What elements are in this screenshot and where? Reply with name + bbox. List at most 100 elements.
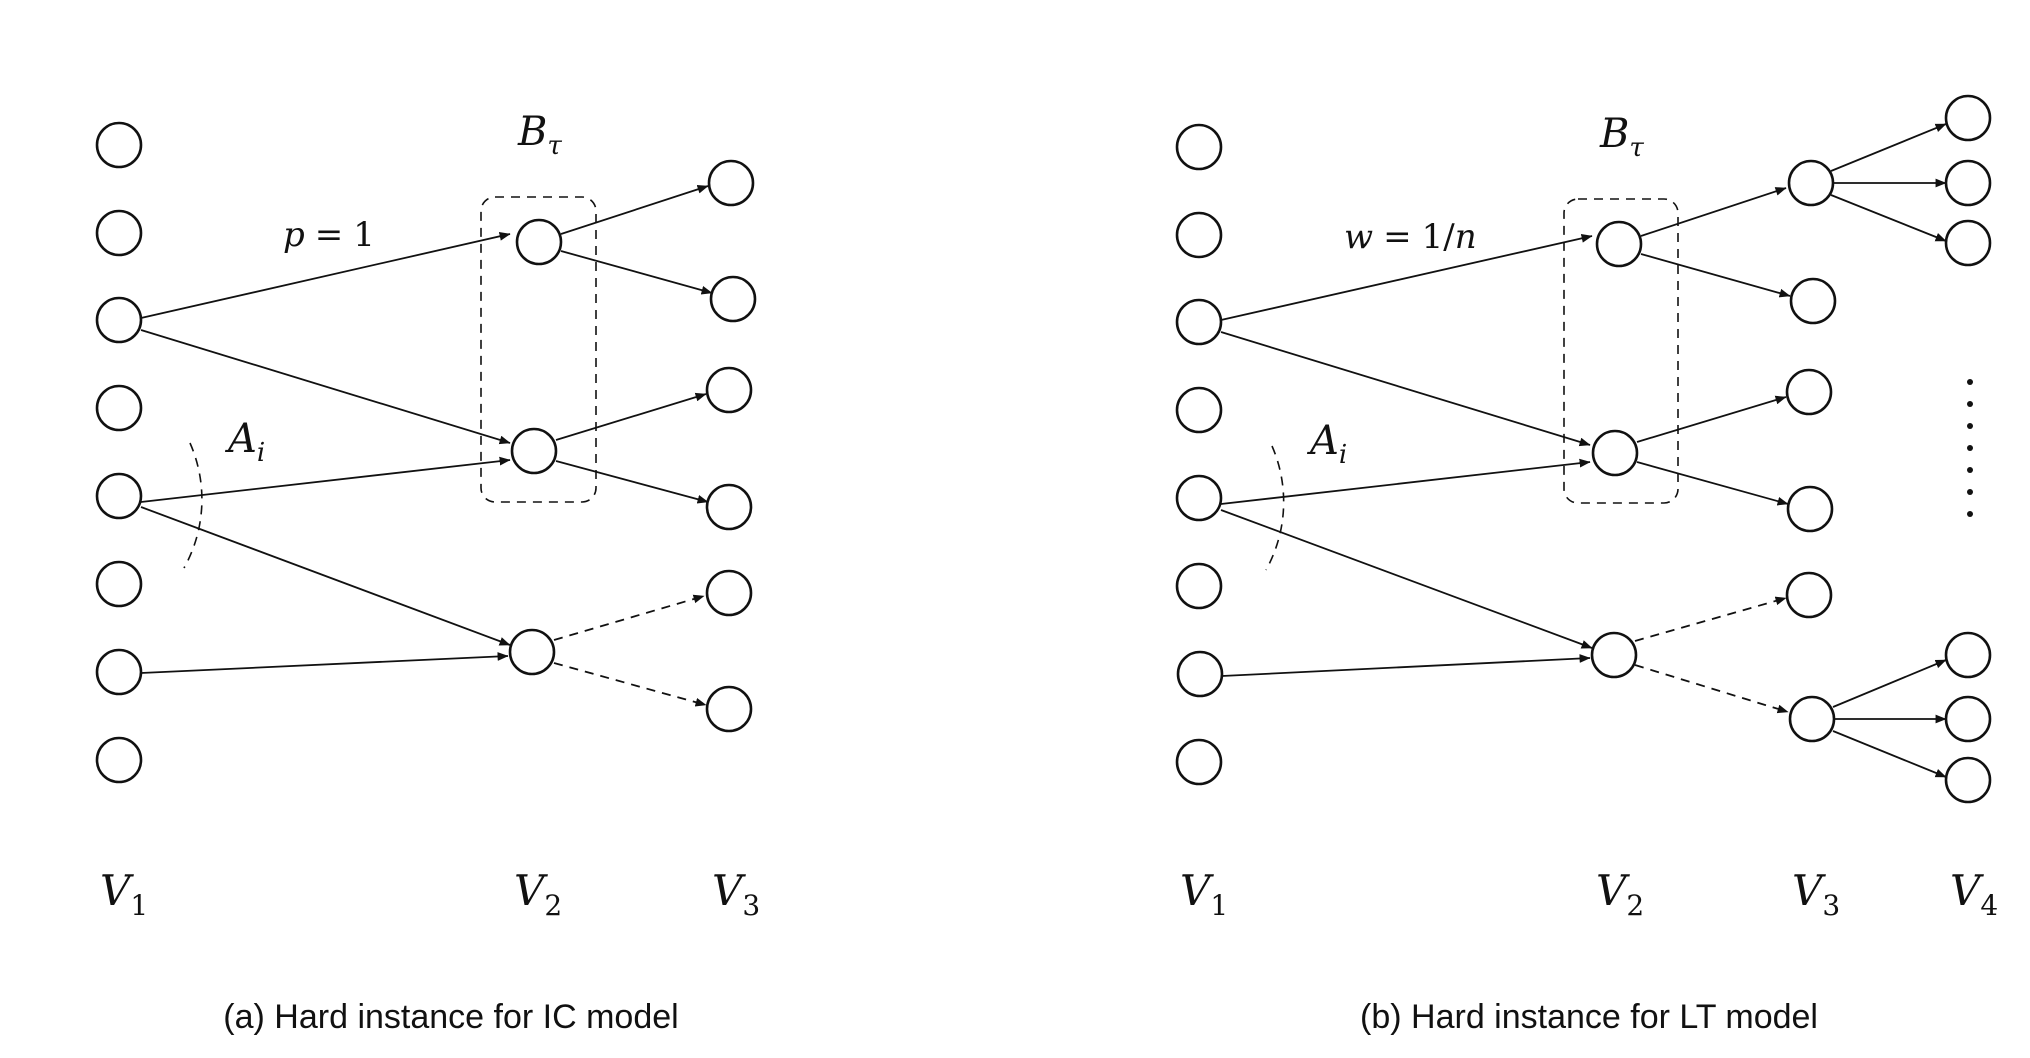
node-b-v3-2 <box>1789 277 1837 325</box>
ellipsis-dot <box>1967 379 1973 385</box>
edge-label-w: w=1/n <box>1344 217 1477 257</box>
node-a-v3-6 <box>705 685 753 733</box>
node-a-v3-2 <box>709 275 757 323</box>
layer-label-b-v2: V2 <box>1596 866 1644 922</box>
set-b-tau-label-b: Bτ <box>1599 111 1644 163</box>
node-a-v1-2 <box>95 209 143 257</box>
node-b-v4-6 <box>1944 756 1992 804</box>
node-b-v4-1 <box>1944 94 1992 142</box>
node-a-v2-c <box>508 628 556 676</box>
edge-b-v3-1-to-v4-3 <box>1830 194 1947 242</box>
vertical-ellipsis <box>1967 379 1973 517</box>
node-b-v2-b2 <box>1591 429 1639 477</box>
node-a-v1-3 <box>95 296 143 344</box>
panel-a-edges <box>140 185 713 707</box>
node-b-v4-5 <box>1944 695 1992 743</box>
edge-b-c-to-v3-6 <box>1634 664 1789 714</box>
node-a-v3-4 <box>705 483 753 531</box>
set-a-i-arc-b <box>1265 445 1285 571</box>
edge-a-v1-3-to-b2 <box>140 329 511 445</box>
panel-b-edges <box>1220 123 1947 778</box>
layer-label-b-v1: V1 <box>1180 866 1228 922</box>
ellipsis-dot <box>1967 511 1973 517</box>
edge-a-v1-5-to-b2 <box>140 456 511 503</box>
layer-label-b-v3: V3 <box>1792 866 1840 922</box>
edge-a-b2-to-v3-3 <box>555 392 707 441</box>
edge-b-v3-6-to-v4-6 <box>1832 730 1947 778</box>
edge-a-c-to-v3-5 <box>553 594 705 641</box>
panel-b: w=1/n Bτ Ai V1 V2 V3 V4 (b) Hard instanc… <box>1175 94 1998 1036</box>
edge-a-b1-to-v3-1 <box>560 185 709 235</box>
node-b-v1-5 <box>1175 474 1223 522</box>
edge-b-v1-5-to-c <box>1220 509 1593 649</box>
node-b-v1-6 <box>1175 562 1223 610</box>
node-b-v4-4 <box>1944 631 1992 679</box>
panel-a: p=1 Bτ Ai V1 V2 V3 (a) Hard instance for… <box>95 109 760 1036</box>
edge-a-v1-7-to-c <box>140 652 509 674</box>
set-a-i-label-b: Ai <box>1306 418 1347 470</box>
edge-b-v3-1-to-v4-1 <box>1830 123 1947 172</box>
node-a-v1-7 <box>95 648 143 696</box>
node-b-v3-1 <box>1787 159 1835 207</box>
ellipsis-dot <box>1967 423 1973 429</box>
ellipsis-dot <box>1967 401 1973 407</box>
layer-label-a-v1: V1 <box>100 866 148 922</box>
edge-b-b1-to-v3-1 <box>1640 187 1787 237</box>
node-a-v3-3 <box>705 366 753 414</box>
node-b-v3-4 <box>1786 485 1834 533</box>
node-b-v1-4 <box>1175 386 1223 434</box>
node-a-v1-5 <box>95 472 143 520</box>
edge-a-c-to-v3-6 <box>553 662 707 707</box>
set-b-tau-box <box>480 196 597 503</box>
node-b-v4-2 <box>1944 159 1992 207</box>
node-a-v1-4 <box>95 384 143 432</box>
set-b-tau-box-b <box>1563 198 1679 504</box>
node-a-v3-5 <box>705 569 753 617</box>
node-b-v3-6 <box>1788 695 1836 743</box>
edge-b-v3-6-to-v4-4 <box>1832 659 1947 708</box>
ellipsis-dot <box>1967 467 1973 473</box>
set-b-tau-label: Bτ <box>517 109 562 161</box>
node-a-v1-6 <box>95 560 143 608</box>
edge-a-v1-3-to-b1 <box>140 232 511 319</box>
layer-label-a-v3: V3 <box>712 866 760 922</box>
node-b-v3-3 <box>1785 368 1833 416</box>
node-a-v1-1 <box>95 121 143 169</box>
edge-b-c-to-v3-5 <box>1634 596 1787 642</box>
edge-b-b2-to-v3-3 <box>1636 395 1787 443</box>
edge-b-v1-3-to-b2 <box>1220 331 1591 447</box>
ellipsis-dot <box>1967 489 1973 495</box>
edge-a-v1-5-to-c <box>140 506 511 646</box>
panel-a-nodes <box>95 121 757 784</box>
node-b-v1-3 <box>1175 298 1223 346</box>
set-a-i-arc <box>183 442 203 569</box>
edge-b-b1-to-v3-2 <box>1640 253 1791 298</box>
node-a-v1-8 <box>95 736 143 784</box>
node-b-v3-5 <box>1785 571 1833 619</box>
edge-a-b2-to-v3-4 <box>555 460 709 504</box>
node-b-v2-b1 <box>1595 220 1643 268</box>
node-a-v3-1 <box>707 159 755 207</box>
node-b-v1-8 <box>1175 738 1223 786</box>
edge-b-b2-to-v3-4 <box>1636 461 1789 506</box>
node-a-v2-b2 <box>510 427 558 475</box>
node-b-v1-2 <box>1175 211 1223 259</box>
layer-label-a-v2: V2 <box>514 866 562 922</box>
ellipsis-dot <box>1967 445 1973 451</box>
node-b-v2-c <box>1590 631 1638 679</box>
node-b-v1-7 <box>1176 650 1224 698</box>
edge-label-p: p=1 <box>283 215 375 255</box>
node-b-v4-3 <box>1944 219 1992 267</box>
panel-b-nodes <box>1175 94 1992 804</box>
node-b-v1-1 <box>1175 123 1223 171</box>
set-a-i-label: Ai <box>224 416 265 468</box>
edge-a-b1-to-v3-2 <box>560 250 713 295</box>
edge-b-v1-5-to-b2 <box>1220 458 1591 505</box>
edge-b-v1-3-to-b1 <box>1220 234 1593 321</box>
node-a-v2-b1 <box>515 218 563 266</box>
caption-b: (b) Hard instance for LT model <box>1360 998 1818 1036</box>
edge-b-v1-7-to-c <box>1221 654 1591 677</box>
layer-label-b-v4: V4 <box>1950 866 1998 922</box>
caption-a: (a) Hard instance for IC model <box>223 998 678 1036</box>
